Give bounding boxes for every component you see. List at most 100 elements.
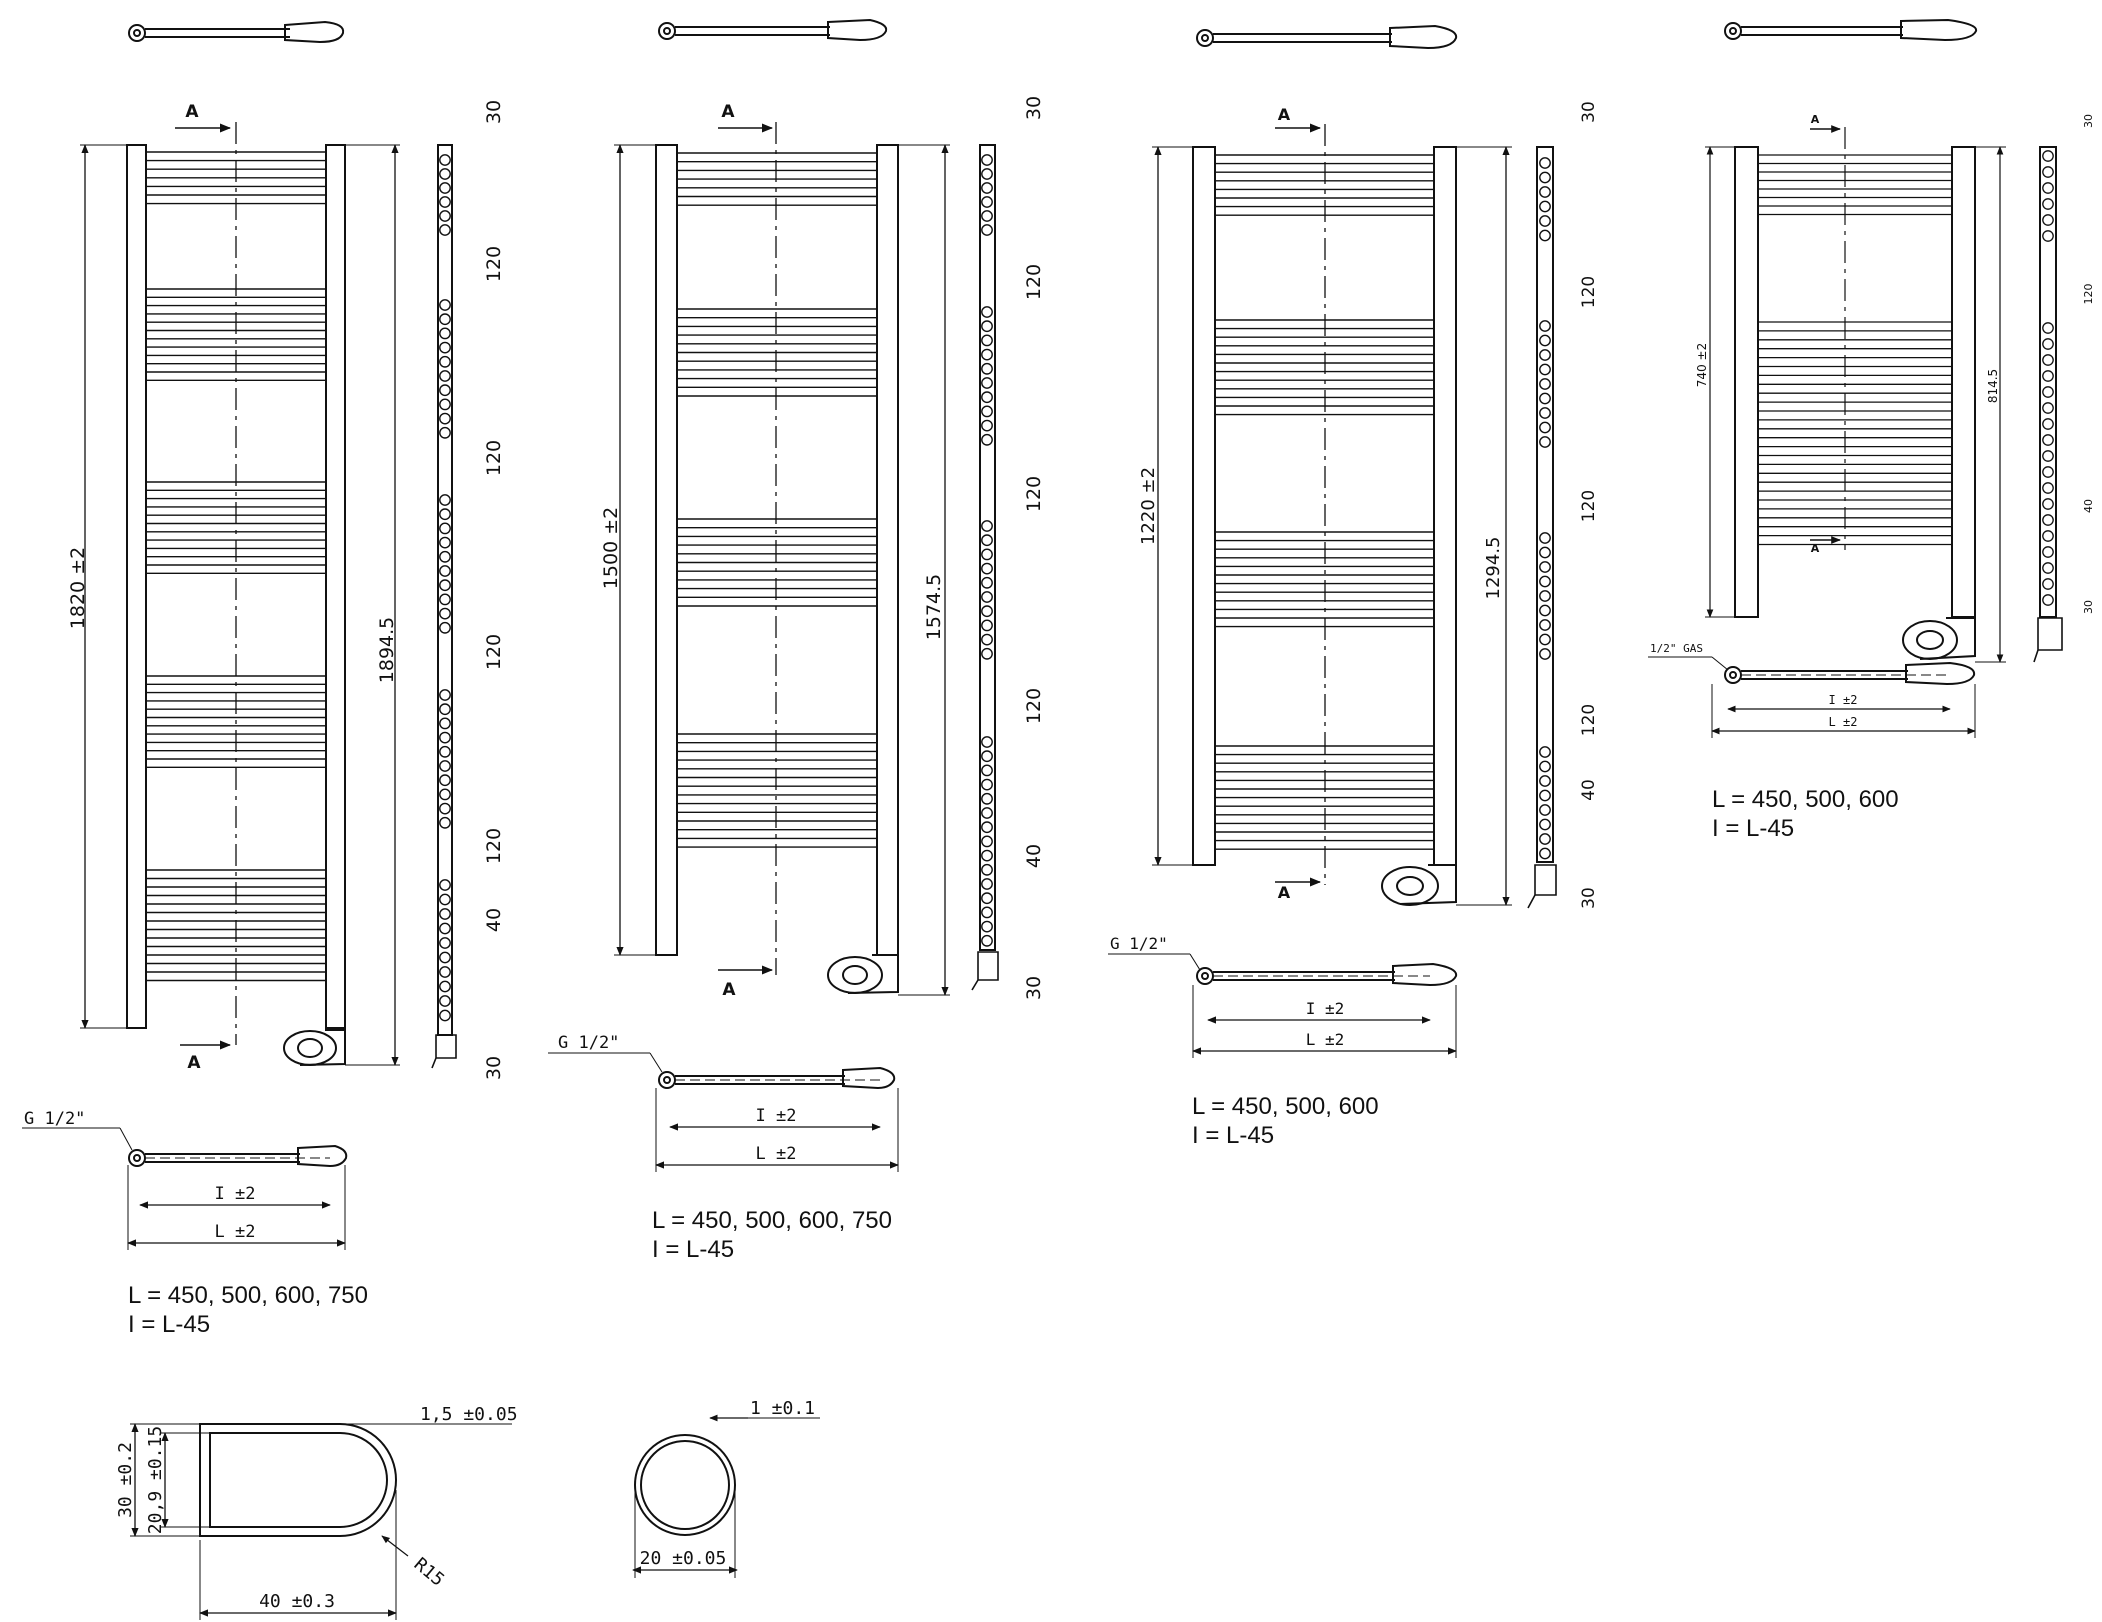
inlet-label: G 1/2" (558, 1033, 619, 1053)
total-height-label: 1894.5 (376, 617, 398, 683)
pitch-dim-label: 40 (1579, 779, 1599, 801)
length-note-2: I = L-45 (1192, 1122, 1274, 1149)
mounting-hole (439, 731, 451, 744)
pitch-dim-label: 120 (1023, 264, 1045, 300)
tube-bars (1758, 154, 1952, 546)
mounting-hole (1539, 349, 1551, 361)
mounting-hole (1539, 746, 1551, 758)
mounting-hole (439, 703, 451, 716)
mounting-hole (439, 550, 451, 563)
right-collector (325, 144, 346, 1029)
mounting-hole (981, 548, 993, 561)
pitch-dim-label: 30 (2082, 600, 2095, 614)
inlet-label: G 1/2" (24, 1109, 85, 1129)
total-height-label: 1294.5 (1483, 537, 1504, 600)
mounting-hole (1539, 804, 1551, 816)
width-label: 40 ±0.3 (259, 1591, 335, 1612)
mounting-hole (439, 210, 451, 222)
mounting-hole (981, 792, 993, 805)
mounting-hole (439, 341, 451, 354)
view-740 (1648, 18, 2063, 738)
mounting-hole (439, 565, 451, 577)
mounting-hole (1539, 378, 1551, 390)
small-length-label: I ±2 (1306, 999, 1345, 1018)
mounting-hole (981, 306, 993, 318)
pitch-dim-label: 120 (2082, 284, 2095, 305)
mounting-hole (981, 736, 993, 748)
top-plan-view (1196, 24, 1458, 50)
section-mark-top: A (185, 102, 199, 122)
mounting-hole (2042, 166, 2054, 178)
mounting-hole (1539, 648, 1551, 660)
mounting-hole (1539, 619, 1551, 631)
mounting-hole (2042, 370, 2054, 382)
mounting-hole (1539, 392, 1551, 405)
tube-bars (677, 152, 877, 848)
right-collector (1433, 146, 1457, 866)
mounting-hole (439, 689, 451, 701)
mounting-hole (2042, 594, 2054, 606)
mounting-hole (439, 966, 451, 978)
mounting-hole (981, 906, 993, 919)
bottom-plan-view (22, 1127, 348, 1250)
mounting-hole (1539, 546, 1551, 559)
mounting-hole (1539, 590, 1551, 602)
mounting-hole (981, 591, 993, 603)
round-diameter-label: 20 ±0.05 (640, 1548, 727, 1569)
mounting-hole (2042, 182, 2054, 194)
pitch-dim-label: 30 (1023, 96, 1045, 120)
view-1500 (548, 18, 999, 1172)
top-plan-view (1724, 18, 1978, 42)
mounting-hole (1539, 789, 1551, 802)
mounting-hole (2042, 150, 2054, 162)
top-plan-view (128, 20, 345, 44)
mounting-hole (439, 398, 451, 411)
mounting-hole (981, 934, 993, 947)
pitch-dim-label: 40 (483, 908, 505, 932)
mounting-hole (2042, 450, 2054, 462)
mounting-hole (439, 196, 451, 208)
mounting-hole (2042, 386, 2054, 398)
pitch-dim-label: 40 (1023, 844, 1045, 868)
pitch-dim-label: 30 (483, 1056, 505, 1080)
mounting-hole (439, 980, 451, 993)
outer-height-label: 30 ±0.2 (115, 1442, 136, 1518)
mounting-hole (1539, 847, 1551, 860)
section-mark-bottom: A (722, 980, 736, 1000)
section-mark-top: A (721, 102, 735, 122)
side-view (431, 144, 457, 1069)
pitch-dim-label: 120 (1579, 490, 1599, 522)
mounting-hole (439, 355, 451, 368)
mounting-hole (1539, 561, 1551, 573)
mounting-hole (2042, 482, 2054, 494)
mounting-hole (439, 951, 451, 964)
heating-element (1902, 617, 1976, 660)
mounting-hole (2042, 578, 2054, 590)
mounting-hole (981, 334, 993, 347)
mounting-hole (439, 426, 451, 439)
heating-element (827, 954, 899, 994)
mounting-hole (2042, 514, 2054, 526)
d-profile-section (130, 1423, 512, 1620)
mounting-hole (981, 419, 993, 432)
mounting-hole (981, 605, 993, 618)
pitch-dim-label: 120 (483, 828, 505, 864)
mounting-hole (2042, 418, 2054, 430)
mounting-hole (2042, 230, 2054, 242)
round-wall-label: 1 ±0.1 (750, 1398, 815, 1419)
mounting-hole (981, 619, 993, 632)
mounting-hole (981, 750, 993, 763)
pitch-dim-label: 30 (1023, 976, 1045, 1000)
left-collector (1734, 146, 1759, 618)
length-note-1: L = 450, 500, 600 (1712, 786, 1899, 813)
height-dim-label: 1820 ±2 (67, 547, 89, 629)
section-mark-bottom: A (1278, 883, 1291, 902)
mounting-hole (439, 607, 451, 620)
height-dim-label: 1500 ±2 (600, 507, 622, 589)
mounting-hole (2042, 338, 2054, 350)
mounting-hole (439, 593, 451, 606)
round-profile-section (632, 1414, 820, 1578)
mounting-hole (439, 760, 451, 772)
mounting-hole (2042, 498, 2054, 510)
